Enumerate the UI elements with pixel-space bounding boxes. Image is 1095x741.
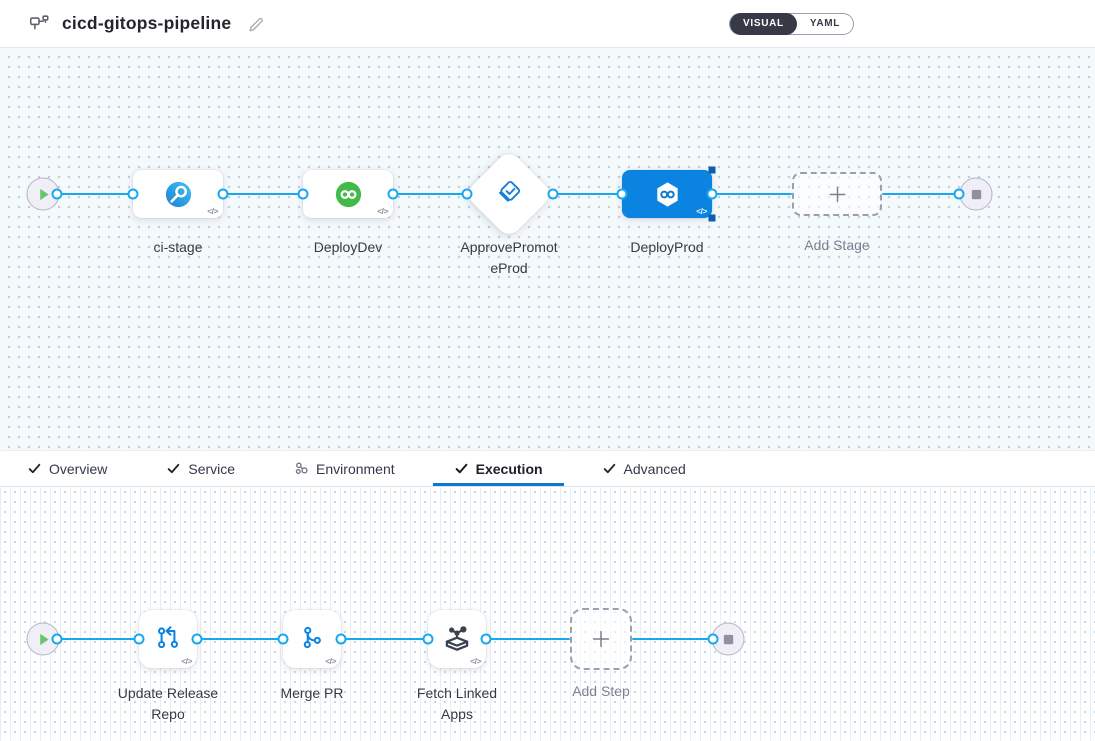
connector-point	[277, 633, 289, 645]
execution-step-canvas: </> </> </> Update Release Repo	[0, 487, 1095, 741]
connector-point	[616, 188, 628, 200]
tab-service[interactable]: Service	[145, 451, 256, 486]
connector-point	[706, 188, 718, 200]
update-release-repo-icon	[158, 626, 178, 649]
connector-point	[953, 188, 965, 200]
play-icon	[39, 633, 49, 645]
stop-icon	[723, 634, 733, 644]
execution-start-node	[26, 622, 60, 656]
connector-line	[486, 637, 570, 640]
edit-pencil-icon[interactable]	[246, 15, 264, 33]
selection-handle[interactable]	[708, 214, 716, 222]
step-node-merge-pr[interactable]: </>	[283, 610, 341, 668]
code-badge: </>	[470, 656, 481, 666]
cd-icon	[335, 181, 361, 207]
connector-point	[461, 188, 473, 200]
visual-yaml-toggle: VISUAL YAML	[729, 13, 855, 35]
toggle-yaml-button[interactable]: YAML	[809, 18, 841, 29]
step-node-fetch-linked-apps[interactable]: </>	[428, 610, 486, 668]
add-step-button[interactable]	[570, 608, 632, 670]
connector-point	[51, 188, 63, 200]
connector-point	[547, 188, 559, 200]
step-label: Add Step	[572, 683, 630, 699]
tab-label: Overview	[49, 460, 108, 477]
code-badge: </>	[325, 656, 336, 666]
pipeline-end-node	[959, 177, 993, 211]
connector-line	[393, 192, 467, 195]
ci-build-icon	[165, 181, 191, 207]
selection-handle[interactable]	[708, 166, 716, 174]
connector-line	[632, 637, 713, 640]
stage-label: ApprovePromoteProd	[460, 239, 558, 276]
stop-icon	[971, 189, 981, 199]
toggle-visual-button[interactable]: VISUAL	[730, 13, 797, 35]
connector-point	[335, 633, 347, 645]
header: cicd-gitops-pipeline VISUAL YAML	[0, 0, 1095, 48]
connector-point	[387, 188, 399, 200]
connector-point	[480, 633, 492, 645]
code-badge: </>	[181, 656, 192, 666]
page-title: cicd-gitops-pipeline	[62, 13, 232, 33]
connector-line	[223, 192, 303, 195]
tab-label: Advanced	[623, 460, 686, 477]
check-icon	[27, 461, 42, 476]
environment-status-icon	[294, 461, 309, 476]
tab-label: Execution	[475, 460, 543, 477]
connector-line	[553, 192, 622, 195]
connector-line	[57, 192, 133, 195]
step-node-update-release-repo[interactable]: </>	[139, 610, 197, 668]
tab-label: Service	[188, 460, 236, 477]
step-label: Fetch Linked Apps	[416, 685, 498, 722]
stage-label: DeployProd	[630, 239, 704, 255]
stage-label: DeployDev	[313, 239, 383, 255]
tab-execution[interactable]: Execution	[432, 451, 564, 486]
connector-line	[197, 637, 283, 640]
tab-advanced[interactable]: Advanced	[581, 451, 707, 486]
stage-node-ci-stage[interactable]: </>	[133, 170, 223, 218]
gitops-icon	[656, 181, 678, 207]
stage-config-tabs: Overview Service Environment Execution A…	[0, 450, 1095, 487]
code-badge: </>	[207, 206, 218, 216]
approval-icon	[477, 162, 541, 226]
code-badge: </>	[696, 206, 707, 216]
connector-line	[882, 192, 959, 195]
tab-overview[interactable]: Overview	[6, 451, 128, 486]
connector-point	[297, 188, 309, 200]
stage-label: Add Stage	[804, 237, 870, 253]
check-icon	[454, 461, 469, 476]
step-label: Merge PR	[280, 685, 344, 701]
stage-pipeline-canvas: </> </> </>	[0, 48, 1095, 450]
stage-node-deploydev[interactable]: </>	[303, 170, 393, 218]
check-icon	[166, 461, 181, 476]
play-icon	[39, 188, 49, 200]
connector-point	[217, 188, 229, 200]
stage-node-deployprod[interactable]: </>	[622, 170, 712, 218]
stage-label: ci-stage	[153, 239, 203, 255]
connector-point	[191, 633, 203, 645]
connector-point	[422, 633, 434, 645]
connector-point	[707, 633, 719, 645]
connector-line	[712, 192, 792, 195]
connector-line	[57, 637, 139, 640]
code-badge: </>	[377, 206, 388, 216]
fetch-linked-apps-icon	[445, 626, 469, 651]
step-label: Update Release Repo	[117, 685, 219, 722]
connector-line	[341, 637, 428, 640]
check-icon	[602, 461, 617, 476]
tab-label: Environment	[316, 460, 395, 477]
pipeline-icon	[28, 13, 50, 35]
tab-environment[interactable]: Environment	[273, 451, 416, 486]
plus-icon	[829, 186, 845, 202]
connector-point	[51, 633, 63, 645]
connector-point	[133, 633, 145, 645]
merge-pr-icon	[303, 626, 321, 649]
plus-icon	[592, 630, 610, 648]
add-stage-button[interactable]	[792, 172, 882, 216]
connector-point	[127, 188, 139, 200]
